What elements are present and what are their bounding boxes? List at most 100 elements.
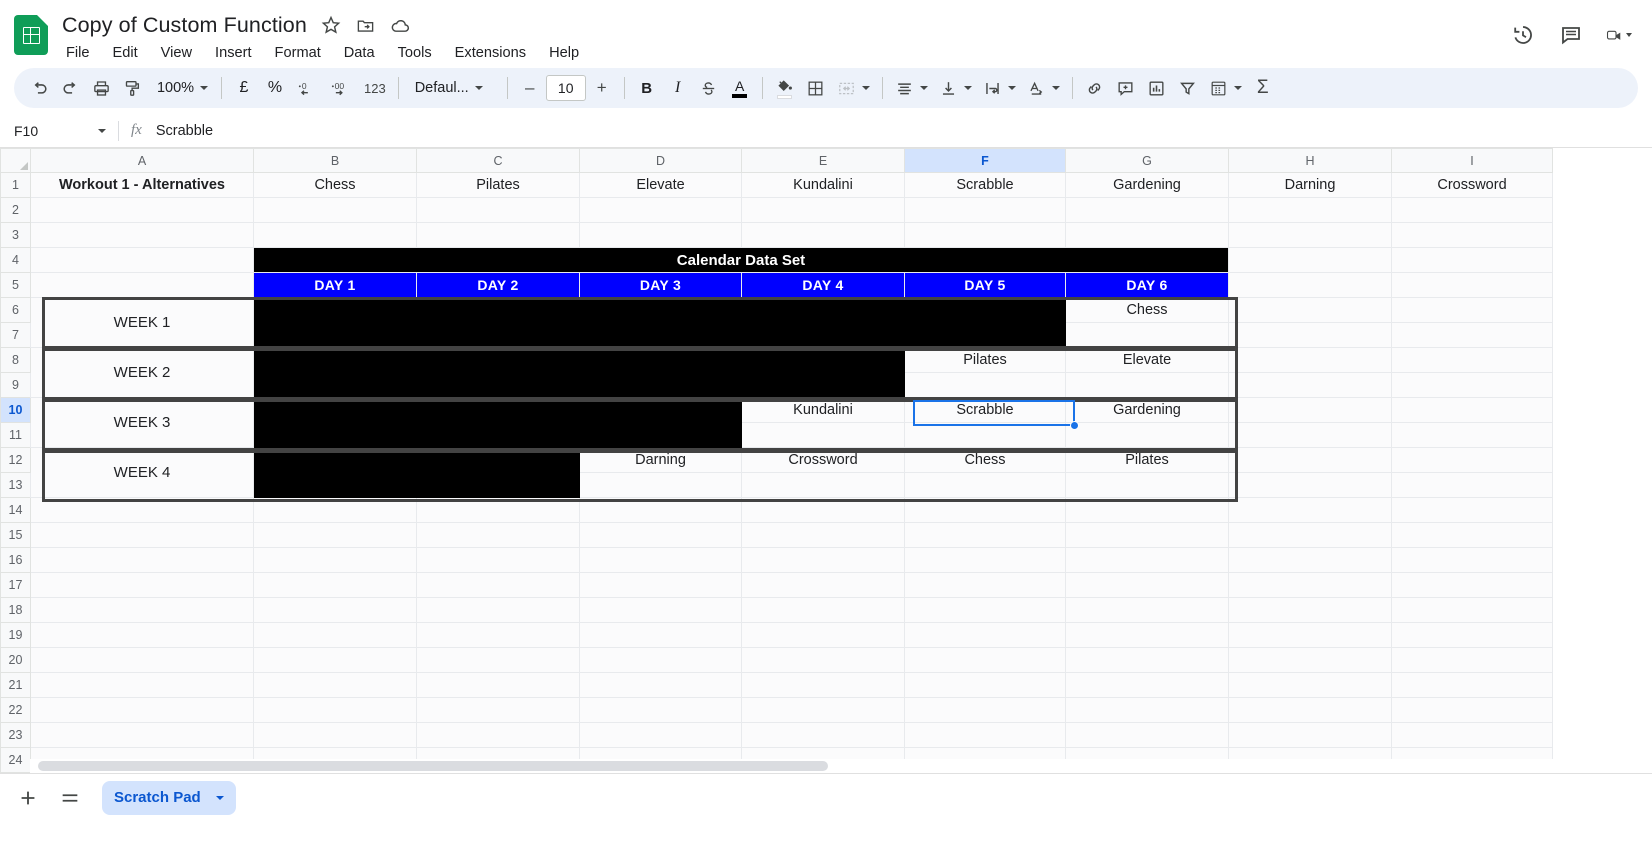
cell-f22[interactable]	[904, 697, 1066, 723]
cell-h11[interactable]	[1228, 422, 1392, 448]
cell-f14[interactable]	[904, 497, 1066, 523]
cell-i20[interactable]	[1391, 647, 1553, 673]
cell-b12-week4-day1[interactable]	[253, 447, 417, 498]
cell-d19[interactable]	[579, 622, 742, 648]
cell-i22[interactable]	[1391, 697, 1553, 723]
cell-h5[interactable]	[1228, 272, 1392, 298]
cell-h15[interactable]	[1228, 522, 1392, 548]
cell-f3[interactable]	[904, 222, 1066, 248]
cell-c2[interactable]	[416, 197, 580, 223]
cell-h4[interactable]	[1228, 247, 1392, 273]
row-header-3[interactable]: 3	[0, 222, 31, 248]
cell-a15[interactable]	[30, 522, 254, 548]
cell-h10[interactable]	[1228, 397, 1392, 423]
document-title[interactable]: Copy of Custom Function	[62, 12, 307, 37]
cell-c14[interactable]	[416, 497, 580, 523]
text-rotation-caret-icon[interactable]	[1051, 86, 1060, 90]
font-family-selector[interactable]: Defaul...	[406, 73, 500, 103]
cell-a1[interactable]: Workout 1 - Alternatives	[30, 172, 254, 198]
cell-a19[interactable]	[30, 622, 254, 648]
cell-a20[interactable]	[30, 647, 254, 673]
day-header-6[interactable]: DAY 6	[1065, 272, 1229, 298]
cell-f9[interactable]	[904, 372, 1066, 398]
cell-g3[interactable]	[1065, 222, 1229, 248]
cell-i3[interactable]	[1391, 222, 1553, 248]
horizontal-align-icon[interactable]	[890, 73, 933, 103]
cell-d2[interactable]	[579, 197, 742, 223]
cell-f1[interactable]: Scrabble	[904, 172, 1066, 198]
row-header-6[interactable]: 6	[0, 297, 31, 323]
cell-h14[interactable]	[1228, 497, 1392, 523]
menu-file[interactable]: File	[66, 45, 90, 61]
font-size-input[interactable]: 10	[545, 75, 586, 101]
menu-format[interactable]: Format	[274, 45, 321, 61]
cell-b23[interactable]	[253, 722, 417, 748]
cell-a16[interactable]	[30, 547, 254, 573]
cell-g10-week3-day6[interactable]: Gardening	[1065, 397, 1229, 423]
cell-a4[interactable]	[30, 247, 254, 273]
undo-icon[interactable]	[24, 73, 54, 103]
week-label-2[interactable]: WEEK 2	[30, 347, 254, 398]
increase-decimal-icon[interactable]: 00	[324, 73, 358, 103]
functions-icon[interactable]	[1204, 73, 1247, 103]
calendar-title-cell[interactable]: Calendar Data Set	[253, 247, 1229, 273]
cell-d15[interactable]	[579, 522, 742, 548]
cell-c10-week3-day2[interactable]	[416, 397, 580, 448]
row-header-7[interactable]: 7	[0, 322, 31, 348]
fill-color-icon[interactable]	[770, 73, 800, 103]
row-header-10[interactable]: 10	[0, 397, 31, 423]
cell-f16[interactable]	[904, 547, 1066, 573]
menu-data[interactable]: Data	[343, 45, 375, 61]
cell-e10-week3-day4[interactable]: Kundalini	[741, 397, 905, 423]
cell-i11[interactable]	[1391, 422, 1553, 448]
cell-b17[interactable]	[253, 572, 417, 598]
column-header-g[interactable]: G	[1065, 148, 1229, 173]
cell-b8-week2-day1[interactable]	[253, 347, 417, 398]
cell-i19[interactable]	[1391, 622, 1553, 648]
cell-b6-week1-day1[interactable]	[253, 297, 417, 348]
cell-c22[interactable]	[416, 697, 580, 723]
cell-i6[interactable]	[1391, 297, 1553, 323]
cell-f12-week4-day5[interactable]: Chess	[904, 447, 1066, 473]
chevron-down-icon[interactable]	[200, 86, 209, 90]
cell-b16[interactable]	[253, 547, 417, 573]
row-header-16[interactable]: 16	[0, 547, 31, 573]
percent-icon[interactable]: %	[267, 79, 283, 96]
column-header-b[interactable]: B	[253, 148, 417, 173]
cell-e12-week4-day4[interactable]: Crossword	[741, 447, 905, 473]
cell-i13[interactable]	[1391, 472, 1553, 498]
day-header-5[interactable]: DAY 5	[904, 272, 1066, 298]
row-header-14[interactable]: 14	[0, 497, 31, 523]
bold-button[interactable]: B	[641, 79, 653, 97]
cell-i5[interactable]	[1391, 272, 1553, 298]
comment-icon[interactable]	[1558, 22, 1584, 48]
cloud-saved-icon[interactable]	[390, 14, 412, 36]
cell-a18[interactable]	[30, 597, 254, 623]
cell-d23[interactable]	[579, 722, 742, 748]
menu-edit[interactable]: Edit	[112, 45, 138, 61]
borders-icon[interactable]	[801, 73, 831, 103]
print-icon[interactable]	[86, 73, 116, 103]
cell-d21[interactable]	[579, 672, 742, 698]
column-header-f[interactable]: F	[904, 148, 1066, 173]
sheet-tab-scratch-pad[interactable]: Scratch Pad	[102, 780, 236, 815]
cell-d17[interactable]	[579, 572, 742, 598]
chevron-down-icon[interactable]	[98, 128, 106, 133]
row-header-23[interactable]: 23	[0, 722, 31, 748]
cell-f17[interactable]	[904, 572, 1066, 598]
cell-e14[interactable]	[741, 497, 905, 523]
cell-h7[interactable]	[1228, 322, 1392, 348]
strikethrough-icon[interactable]	[694, 73, 724, 103]
cell-h17[interactable]	[1228, 572, 1392, 598]
cell-c20[interactable]	[416, 647, 580, 673]
cell-c6-week1-day2[interactable]	[416, 297, 580, 348]
menu-view[interactable]: View	[160, 45, 193, 61]
row-header-11[interactable]: 11	[0, 422, 31, 448]
row-header-8[interactable]: 8	[0, 347, 31, 373]
cell-i10[interactable]	[1391, 397, 1553, 423]
cell-g15[interactable]	[1065, 522, 1229, 548]
cell-f2[interactable]	[904, 197, 1066, 223]
name-box[interactable]: F10	[8, 118, 112, 144]
cell-h22[interactable]	[1228, 697, 1392, 723]
row-header-21[interactable]: 21	[0, 672, 31, 698]
